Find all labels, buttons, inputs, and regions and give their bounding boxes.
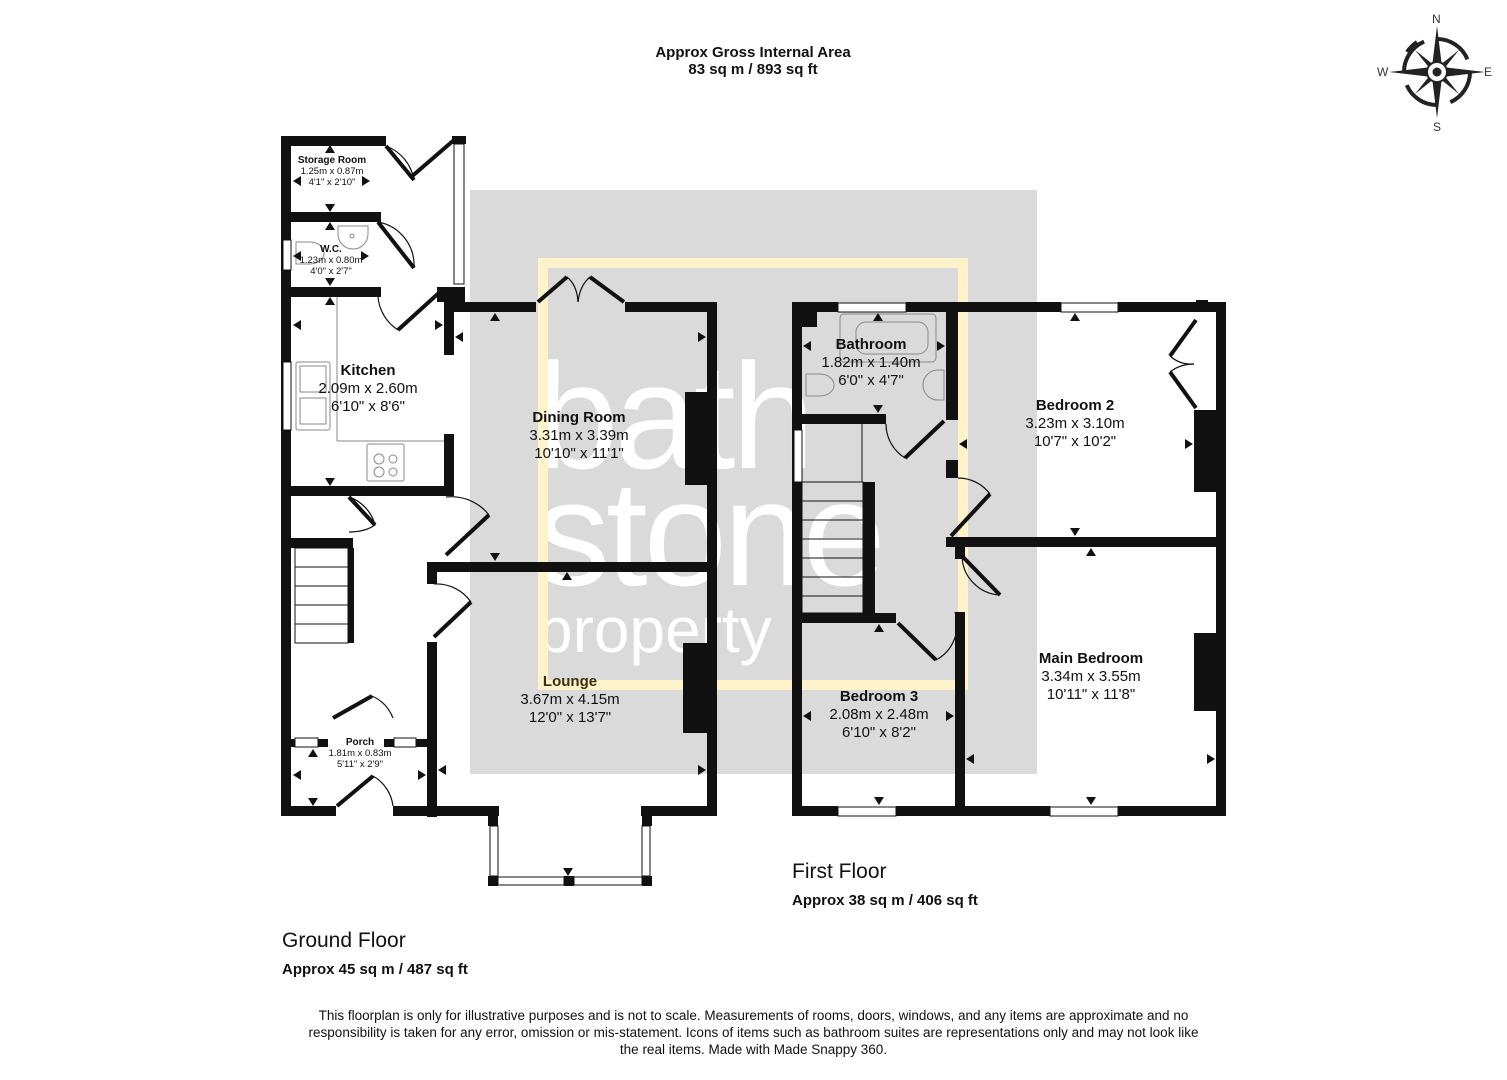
disclaimer-text: This floorplan is only for illustrative … <box>308 1008 1199 1057</box>
compass-north-label: N <box>1432 12 1441 26</box>
first-floor-caption: First Floor Approx 38 sq m / 406 sq ft <box>792 860 978 909</box>
stairs <box>294 424 864 644</box>
ground-floor-area: Approx 45 sq m / 487 sq ft <box>282 961 468 978</box>
sink-icon <box>295 361 331 431</box>
fixtures <box>295 225 945 482</box>
toilet-icon <box>805 373 835 397</box>
ground-floor-caption: Ground Floor Approx 45 sq m / 487 sq ft <box>282 929 468 978</box>
first-floor-name: First Floor <box>792 860 887 883</box>
basin-icon <box>337 225 369 250</box>
watermark-box <box>470 190 1037 774</box>
room-label-wc: W.C. 1.23m x 0.80m 4'0" x 2'7" <box>299 244 363 277</box>
room-label-storage: Storage Room 1.25m x 0.87m 4'1" x 2'10" <box>297 155 367 188</box>
room-label-main-bedroom: Main Bedroom 3.34m x 3.55m 10'11" x 11'8… <box>1038 650 1144 703</box>
room-label-bedroom-2: Bedroom 2 3.23m x 3.10m 10'7" x 10'2" <box>1025 397 1125 450</box>
gross-area-header: Approx Gross Internal Area 83 sq m / 893… <box>553 44 953 78</box>
gross-area-title: Approx Gross Internal Area <box>655 44 851 61</box>
compass-east-label: E <box>1484 65 1493 79</box>
watermark-text: bath stone property <box>535 332 886 666</box>
hob-icon <box>366 443 405 482</box>
compass-south-label: S <box>1433 120 1442 134</box>
room-label-porch: Porch 1.81m x 0.83m 5'11" x 2'9" <box>328 737 392 770</box>
basin-icon <box>922 369 945 401</box>
compass-rose-icon <box>1389 26 1485 118</box>
toilet-icon <box>295 241 325 265</box>
doors <box>332 138 1198 808</box>
walls <box>281 136 1226 886</box>
measurement-arrows <box>293 145 1215 876</box>
first-floor-area: Approx 38 sq m / 406 sq ft <box>792 892 978 909</box>
room-label-bedroom-3: Bedroom 3 2.08m x 2.48m 6'10" x 8'2" <box>829 688 929 741</box>
gross-area-value: 83 sq m / 893 sq ft <box>688 61 818 78</box>
compass-west-label: W <box>1377 65 1389 79</box>
room-label-bathroom: Bathroom 1.82m x 1.40m 6'0" x 4'7" <box>821 336 921 389</box>
room-label-kitchen: Kitchen 2.09m x 2.60m 6'10" x 8'6" <box>318 362 418 415</box>
ground-floor-name: Ground Floor <box>282 929 406 952</box>
svg-text:bath: bath <box>535 332 811 500</box>
watermark-frame <box>538 258 968 690</box>
room-label-dining-room: Dining Room 3.31m x 3.39m 10'10" x 11'1" <box>529 409 629 462</box>
room-label-lounge: Lounge 3.67m x 4.15m 12'0" x 13'7" <box>520 673 620 726</box>
svg-text:property: property <box>537 594 772 666</box>
bath-icon <box>839 313 937 363</box>
windows <box>282 143 1119 886</box>
